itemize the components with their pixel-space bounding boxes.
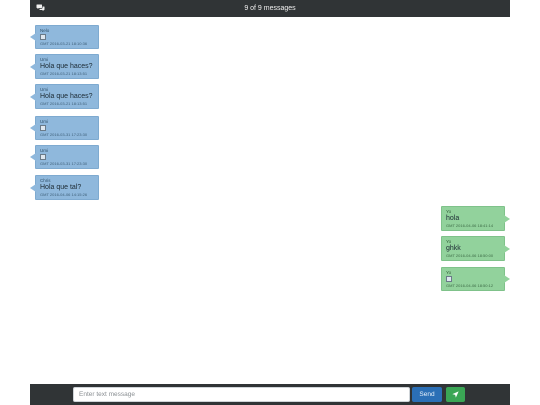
message-bubble-incoming: Umi Hola que haces? GMT 2016-03-21 18:13…: [30, 84, 99, 109]
broken-image-icon[interactable]: [40, 125, 46, 131]
header-bar: 9 of 9 messages: [30, 0, 510, 17]
message-sender: Umi: [40, 87, 48, 92]
message-text: Hola que haces?: [40, 93, 93, 100]
send-button[interactable]: Send: [412, 387, 442, 402]
message-timestamp: GMT 2016-03-21 18:10:36: [40, 41, 88, 46]
message-input[interactable]: [73, 387, 410, 402]
broken-image-icon[interactable]: [446, 276, 452, 282]
message-bubble-outgoing: Yo hola GMT 2016-04-06 18:41:14: [441, 206, 510, 231]
message-text: hola: [446, 215, 460, 222]
message-text: ghkk: [446, 245, 461, 252]
message-bubble-incoming: Umi GMT 2016-03-31 17:23:30: [30, 116, 99, 140]
message-timestamp: GMT 2016-04-06 14:15:26: [40, 192, 88, 197]
message-count-title: 9 of 9 messages: [244, 5, 296, 12]
compose-bar: Send: [30, 384, 510, 405]
message-bubble-incoming: Umi GMT 2016-03-31 17:23:30: [30, 145, 99, 169]
message-sender: Yo: [446, 239, 452, 244]
message-timestamp: GMT 2016-04-06 18:50:00: [446, 253, 494, 258]
message-bubble-outgoing: Yo GMT 2016-04-06 18:50:12: [441, 267, 510, 291]
message-timestamp: GMT 2016-04-06 18:50:12: [446, 283, 494, 288]
share-location-button[interactable]: [446, 387, 465, 402]
message-sender: Umi: [40, 57, 48, 62]
message-bubble-outgoing: Yo ghkk GMT 2016-04-06 18:50:00: [441, 236, 510, 261]
message-sender: Umi: [40, 148, 48, 153]
location-arrow-icon: [452, 391, 459, 398]
message-sender: Umi: [40, 119, 48, 124]
message-sender: Yo: [446, 270, 452, 275]
message-text: Hola que tal?: [40, 184, 82, 191]
message-timestamp: GMT 2016-03-31 17:23:30: [40, 161, 88, 166]
message-timestamp: GMT 2016-04-06 18:41:14: [446, 223, 494, 228]
message-timestamp: GMT 2016-03-21 18:13:51: [40, 101, 88, 106]
message-bubble-incoming: Nelo GMT 2016-03-21 18:10:36: [30, 25, 99, 49]
message-timestamp: GMT 2016-03-21 18:13:51: [40, 71, 88, 76]
message-bubble-incoming: Umi Hola que haces? GMT 2016-03-21 18:13…: [30, 54, 99, 79]
message-text: Hola que haces?: [40, 63, 93, 70]
chat-bubbles-icon: [36, 4, 45, 11]
message-sender: Chris: [40, 178, 51, 183]
message-sender: Yo: [446, 209, 452, 214]
broken-image-icon[interactable]: [40, 154, 46, 160]
broken-image-icon[interactable]: [40, 34, 46, 40]
message-bubble-incoming: Chris Hola que tal? GMT 2016-04-06 14:15…: [30, 175, 99, 200]
message-timestamp: GMT 2016-03-31 17:23:30: [40, 132, 88, 137]
message-sender: Nelo: [40, 28, 50, 33]
message-list[interactable]: Nelo GMT 2016-03-21 18:10:36 Umi Hola qu…: [0, 17, 540, 384]
